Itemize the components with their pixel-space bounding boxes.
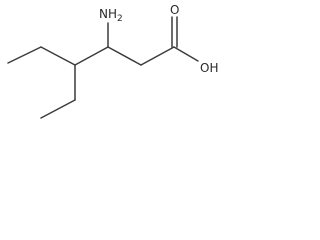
bond-ethyl1-ch3-ch2 xyxy=(7,46,42,64)
structural-formula: NH2 O OH xyxy=(7,3,218,119)
amine-label: NH2 xyxy=(99,7,123,24)
hydroxyl-label: OH xyxy=(200,61,218,75)
bond-ethyl1-ch2-c4 xyxy=(40,46,76,66)
amine-label-main: NH xyxy=(99,7,117,21)
bond-ethyl2-ch2-ch3 xyxy=(40,99,76,119)
amine-label-subscript: 2 xyxy=(117,14,123,24)
bond-c4-c3 xyxy=(74,46,109,66)
bond-c1-oh xyxy=(173,46,199,62)
carbonyl-oxygen-label: O xyxy=(170,3,179,17)
bond-c3-c2 xyxy=(107,46,142,66)
bond-c2-c1 xyxy=(140,46,175,66)
